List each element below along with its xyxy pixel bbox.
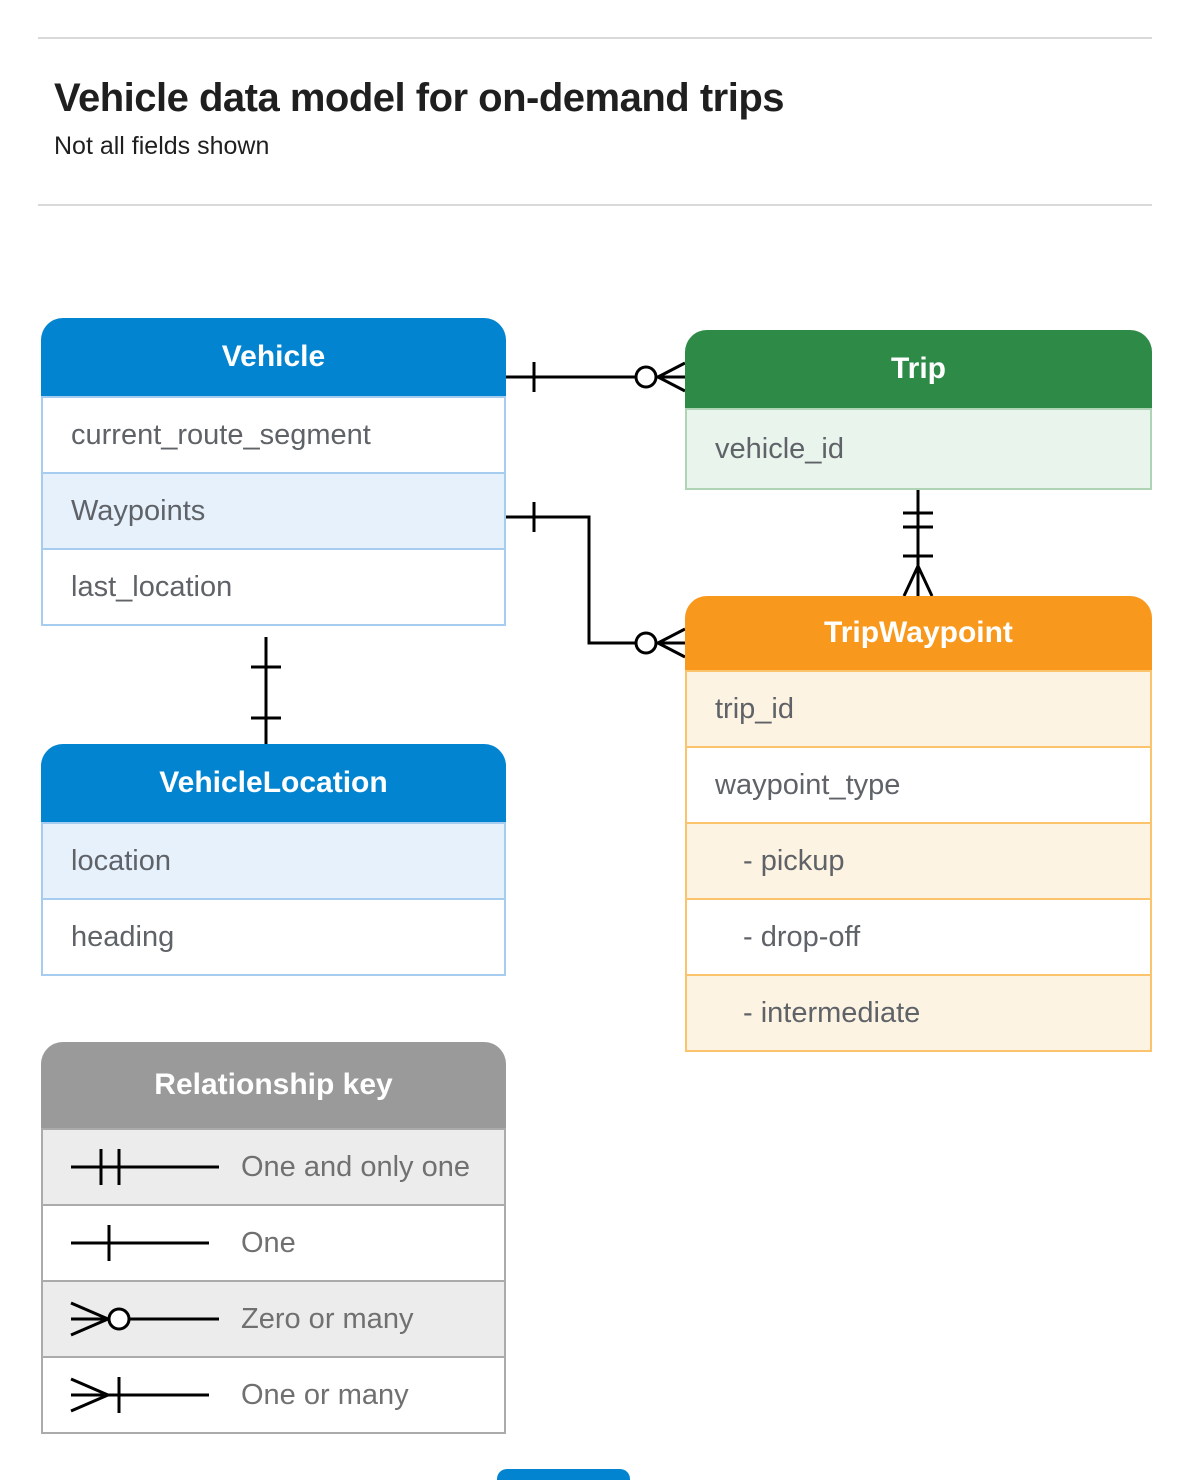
cropped-table-header-fragment — [497, 1469, 630, 1480]
page-subtitle: Not all fields shown — [54, 132, 270, 160]
entity-vehiclelocation-field: heading — [41, 898, 506, 976]
entity-tripwaypoint: TripWaypoint trip_id waypoint_type - pic… — [685, 596, 1152, 1052]
entity-vehicle-field: current_route_segment — [41, 396, 506, 474]
one-icon — [71, 1225, 209, 1261]
second-divider — [38, 204, 1152, 206]
key-item-one-or-many: One or many — [41, 1356, 506, 1434]
entity-vehiclelocation-field: location — [41, 822, 506, 900]
page-title: Vehicle data model for on-demand trips — [54, 76, 785, 120]
key-item-zero-or-many: Zero or many — [41, 1280, 506, 1358]
trip-tripwaypoint-connector — [902, 490, 934, 597]
key-item-label: One or many — [241, 1378, 409, 1411]
entity-vehicle-field: last_location — [41, 548, 506, 626]
relationship-key-title: Relationship key — [41, 1042, 506, 1128]
entity-tripwaypoint-title: TripWaypoint — [685, 596, 1152, 670]
key-item-one: One — [41, 1204, 506, 1282]
key-item-label: One — [241, 1226, 296, 1259]
entity-vehiclelocation: VehicleLocation location heading — [41, 744, 506, 976]
one-or-many-icon — [70, 1377, 209, 1413]
entity-vehicle-title: Vehicle — [41, 318, 506, 396]
key-item-label: One and only one — [241, 1150, 470, 1183]
entity-vehiclelocation-title: VehicleLocation — [41, 744, 506, 822]
entity-tripwaypoint-field: waypoint_type — [685, 746, 1152, 824]
zero-or-many-icon — [70, 1301, 219, 1337]
top-divider — [38, 37, 1152, 39]
entity-trip-field: vehicle_id — [685, 408, 1152, 490]
key-item-one-and-only-one: One and only one — [41, 1128, 506, 1206]
relationship-key: Relationship key One and only one One — [41, 1042, 506, 1434]
one-and-only-one-icon — [71, 1149, 219, 1185]
waypoints-tripwaypoint-connector — [506, 502, 686, 659]
entity-trip: Trip vehicle_id — [685, 330, 1152, 490]
entity-tripwaypoint-enum-value: - drop-off — [685, 898, 1152, 976]
entity-tripwaypoint-enum-value: - intermediate — [685, 974, 1152, 1052]
vehicle-vehiclelocation-connector — [251, 637, 281, 744]
vehicle-trip-connector — [506, 361, 686, 393]
entity-trip-title: Trip — [685, 330, 1152, 408]
entity-tripwaypoint-field: trip_id — [685, 670, 1152, 748]
entity-vehicle: Vehicle current_route_segment Waypoints … — [41, 318, 506, 626]
key-item-label: Zero or many — [241, 1302, 414, 1335]
entity-tripwaypoint-enum-value: - pickup — [685, 822, 1152, 900]
entity-vehicle-field: Waypoints — [41, 472, 506, 550]
